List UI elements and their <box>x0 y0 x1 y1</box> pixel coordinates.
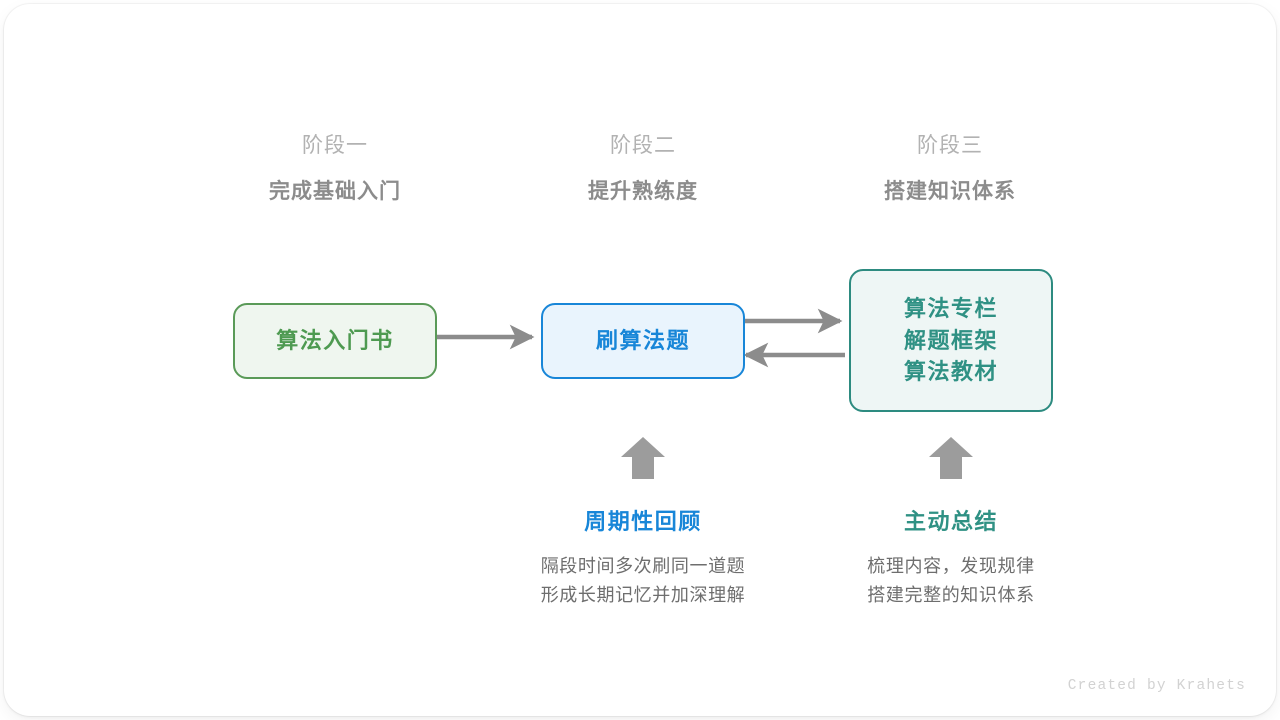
stage-header-3: 阶段三 搭建知识体系 <box>820 133 1080 206</box>
node-label-line-3: 算法教材 <box>903 359 998 385</box>
node-practice-problems[interactable]: 刷算法题 <box>541 303 745 379</box>
node-algorithm-intro-book[interactable]: 算法入门书 <box>233 303 437 379</box>
stage-title-1: 完成基础入门 <box>269 180 401 204</box>
annotation-desc-line-2: 搭建完整的知识体系 <box>867 585 1035 606</box>
credit-text: Created by Krahets <box>1067 678 1246 694</box>
node-knowledge-system[interactable]: 算法专栏 解题框架 算法教材 <box>849 269 1053 412</box>
stage-title-3: 搭建知识体系 <box>884 180 1016 204</box>
stage-title-2: 提升熟练度 <box>588 180 698 204</box>
annotation-periodic-review: 周期性回顾 隔段时间多次刷同一道题 形成长期记忆并加深理解 <box>493 436 793 610</box>
node-label: 刷算法题 <box>595 328 690 354</box>
diagram-card: 阶段一 完成基础入门 阶段二 提升熟练度 阶段三 搭建知识体系 <box>4 4 1276 716</box>
stage-index-label-1: 阶段一 <box>302 134 368 157</box>
annotation-desc-line-1: 梳理内容，发现规律 <box>867 555 1035 576</box>
node-label: 算法入门书 <box>276 328 394 354</box>
stage-index-label-3: 阶段三 <box>917 134 983 157</box>
node-label-line-1: 算法专栏 <box>903 295 998 321</box>
annotation-active-summary: 主动总结 梳理内容，发现规律 搭建完整的知识体系 <box>801 436 1101 610</box>
stage-header-1: 阶段一 完成基础入门 <box>205 133 465 206</box>
annotation-desc-line-1: 隔段时间多次刷同一道题 <box>540 555 746 576</box>
stage-index-label-2: 阶段二 <box>610 134 676 157</box>
stage-header-2: 阶段二 提升熟练度 <box>513 133 773 206</box>
up-arrow-icon <box>929 437 973 479</box>
annotation-title: 主动总结 <box>903 509 998 534</box>
annotation-title: 周期性回顾 <box>584 509 702 534</box>
up-arrow-icon <box>621 437 665 479</box>
node-label-line-2: 解题框架 <box>903 327 998 353</box>
annotation-desc-line-2: 形成长期记忆并加深理解 <box>540 585 746 606</box>
